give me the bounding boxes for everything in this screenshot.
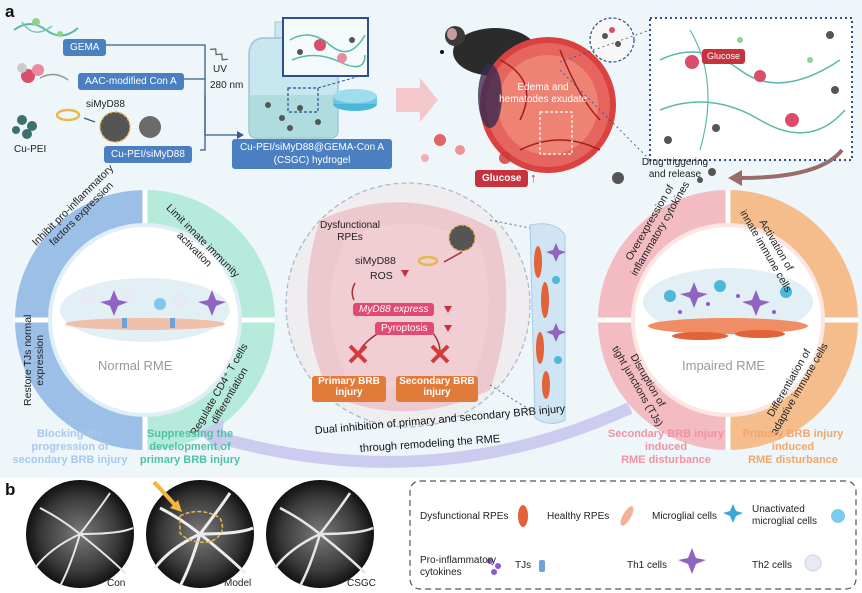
suppressing-caption: Suppressing the development of primary B… <box>130 428 250 467</box>
cytokine-icon-3 <box>491 569 497 575</box>
blocking-line1: Blocking the <box>36 428 103 440</box>
th2-icon <box>804 554 822 572</box>
eye-illustration <box>478 37 616 173</box>
normal-q3-line2: expression <box>34 334 46 386</box>
secondary-cap-line1: Secondary BRB injury <box>607 428 725 440</box>
cytokine-icon-2 <box>495 563 501 569</box>
gema-label: GEMA <box>63 39 107 56</box>
hydrogel-label-line2: (CSGC) hydrogel <box>273 155 351 166</box>
primary-cap-line2: induced <box>771 441 815 453</box>
con-a-label: AAC-modified Con A <box>78 73 184 90</box>
legend-unactivated-line1: Unactivated <box>752 504 805 515</box>
secondary-brb-line1: Secondary BRB <box>399 376 475 387</box>
fundus-con-image <box>26 480 134 588</box>
blocking-line3: secondary BRB injury <box>12 454 128 466</box>
normal-q3-line1: Restore TJs normal <box>22 314 34 406</box>
sirna-icon <box>55 108 81 122</box>
secondary-cap-line2: induced <box>644 441 688 453</box>
legend-cytokine-line2: cytokines <box>420 567 462 578</box>
primary-brb-line2: injury <box>335 387 363 398</box>
suppressing-line2: development of <box>149 441 231 453</box>
cytokine-icon-1 <box>487 558 493 564</box>
cu-pei-label: Cu-PEI <box>14 144 47 155</box>
gema-polymer-icon <box>13 18 79 37</box>
rpe-label-line2: RPEs <box>337 232 363 243</box>
ros-label: ROS <box>370 270 393 282</box>
myd88-label: MyD88 express <box>353 303 435 316</box>
panel-b-label: b <box>5 480 16 499</box>
sirna-center-label: siMyD88 <box>355 255 396 267</box>
impaired-rme-ring <box>598 190 858 450</box>
primary-brb-box: Primary BRB injury <box>312 376 386 402</box>
suppressing-line1: Suppressing the <box>146 428 234 440</box>
hydrogel-zoom-inset <box>282 17 369 89</box>
normal-q3: Restore TJs normal expression <box>22 315 46 406</box>
complex-particle-icon <box>99 111 161 143</box>
panel-b-artwork <box>26 480 857 590</box>
primary-cap-line1: Primary BRB injury <box>742 428 844 440</box>
panel-a-artwork <box>12 17 858 468</box>
legend-cytokine-line1: Pro-inflammatory <box>420 555 497 566</box>
microglia-icon <box>723 504 743 523</box>
panel-a-label: a <box>5 2 15 21</box>
blocking-caption: Blocking the progression of secondary BR… <box>10 428 130 467</box>
legend-tjs: TJs <box>515 560 532 571</box>
release-label-line1: Drug triggering <box>641 157 709 168</box>
th1-icon <box>678 548 706 574</box>
healthy-rpe-icon <box>620 506 634 526</box>
dys-rpe-icon <box>518 505 528 527</box>
edema-label-line1: Edema and <box>517 82 569 93</box>
glucose-tag: Glucose <box>702 49 746 64</box>
glucose-up-arrow-icon: ↑ <box>530 170 537 185</box>
unactivated-microglia-icon <box>831 509 845 523</box>
legend-box <box>409 480 857 590</box>
primary-cap-line3: RME disturbance <box>748 454 838 466</box>
legend-th2: Th2 cells <box>752 560 793 571</box>
primary-caption: Primary BRB injury induced RME disturban… <box>732 428 854 467</box>
rpe-label-line1: Dysfunctional <box>319 220 381 231</box>
normal-rme-ring <box>15 190 275 450</box>
con-a-protein-icon <box>17 63 69 83</box>
secondary-brb-box: Secondary BRB injury <box>396 376 478 402</box>
blocking-line2: progression of <box>31 441 109 453</box>
fundus-model-label: Model <box>224 578 252 589</box>
complex-label: Cu-PEI/siMyD88 <box>104 146 192 163</box>
legend-dys-rpe: Dysfunctional RPEs <box>420 511 509 522</box>
impaired-rme-title: Impaired RME <box>682 358 766 373</box>
pyroptosis-label: Pyroptosis <box>375 322 434 335</box>
drug-release-box <box>649 17 853 161</box>
pink-flow-arrow <box>396 78 438 122</box>
vessel-strip <box>529 223 566 424</box>
sirna-label: siMyD88 <box>86 99 125 110</box>
legend-unactivated-line2: microglial cells <box>752 516 818 527</box>
hydrogel-disc-icon <box>333 89 377 111</box>
secondary-caption: Secondary BRB injury induced RME disturb… <box>606 428 726 467</box>
hydrogel-label-box: Cu-PEI/siMyD88@GEMA-Con A (CSGC) hydroge… <box>232 139 392 169</box>
normal-rme-title: Normal RME <box>98 358 173 373</box>
secondary-brb-line2: injury <box>423 387 451 398</box>
glucose-label: Glucose <box>475 170 529 187</box>
wavelength-label: 280 nm <box>210 80 244 91</box>
legend-healthy-rpe: Healthy RPEs <box>547 511 610 522</box>
uv-light-icon <box>209 48 228 61</box>
remodeling-arrow <box>208 402 633 468</box>
fundus-csgc-label: CSGC <box>347 578 376 589</box>
hydrogel-label-line1: Cu-PEI/siMyD88@GEMA-Con A <box>239 142 385 153</box>
edema-label-line2: hematodes exudate <box>499 94 587 105</box>
legend-th1: Th1 cells <box>627 560 668 571</box>
fundus-model-image <box>146 480 254 588</box>
release-arrow <box>739 148 844 180</box>
suppressing-line3: primary BRB injury <box>139 454 241 466</box>
release-label-line2: and release <box>648 169 702 180</box>
legend-microglia: Microglial cells <box>652 511 718 522</box>
cu-pei-icon <box>12 115 37 139</box>
fundus-con-label: Con <box>107 578 126 589</box>
fundus-csgc-image <box>266 480 374 588</box>
secondary-cap-line3: RME disturbance <box>621 454 711 466</box>
tj-icon <box>539 560 545 572</box>
uv-label: UV <box>213 64 227 75</box>
eye-zoom-circle <box>589 17 635 63</box>
primary-brb-line1: Primary BRB <box>318 376 380 387</box>
